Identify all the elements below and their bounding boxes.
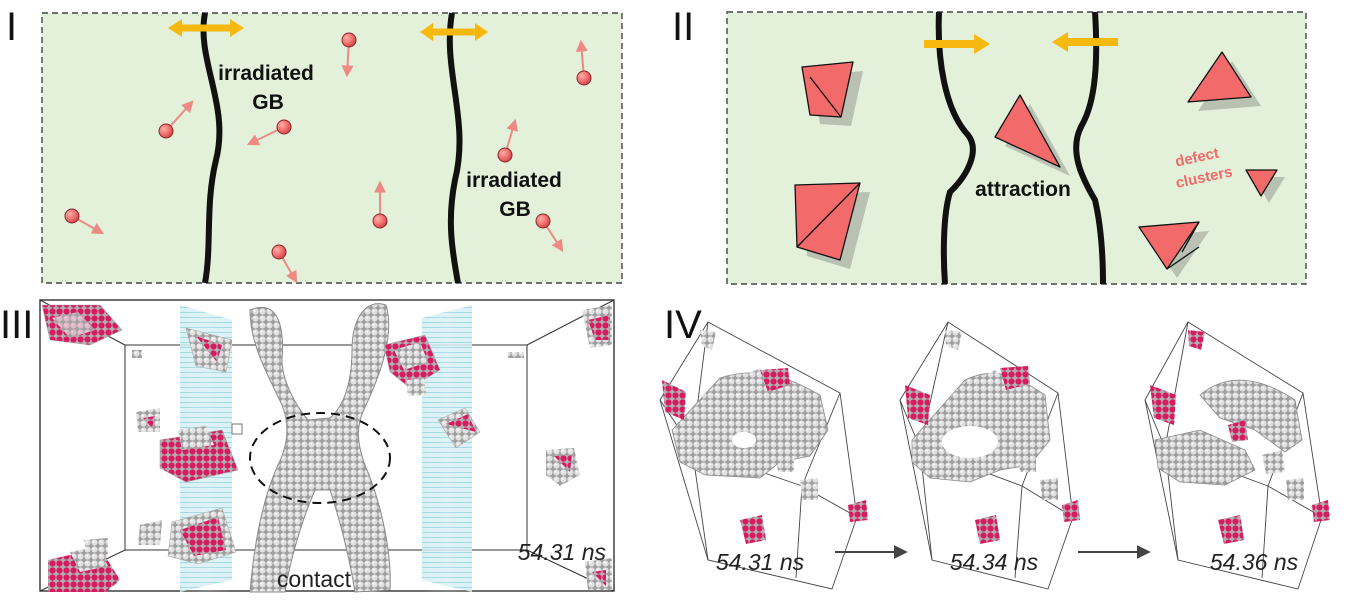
gb-label-left-line2: GB	[252, 91, 284, 114]
grain-boundary-left	[935, 11, 976, 285]
double-arrow-icon	[420, 23, 488, 41]
gb-label-right-line1: irradiated	[466, 169, 562, 192]
gb-label-right-line2: GB	[499, 198, 531, 221]
time-label-3: 54.36 ns	[1210, 549, 1299, 575]
defect-clusters	[794, 51, 1285, 278]
grain-boundary-atoms	[249, 303, 391, 593]
snapshot-1: 54.31 ns	[659, 321, 868, 590]
snapshot-2: 54.34 ns	[899, 321, 1080, 590]
grain-boundary-left	[200, 12, 223, 284]
arrow-left-icon	[1052, 32, 1118, 52]
panel-4-label: IV	[664, 303, 702, 347]
panel-2: II attraction defect clusters	[672, 5, 1307, 285]
panel-1-label: I	[6, 5, 17, 49]
gb-label-left-line1: irradiated	[218, 62, 314, 85]
time-label-2: 54.34 ns	[950, 549, 1039, 575]
defect-atom-clusters	[41, 304, 612, 592]
panel-3: III	[0, 299, 615, 593]
panel-1: I irradiated GB irradiated GB	[6, 5, 623, 284]
panel-4: IV 54.31 ns	[659, 303, 1330, 590]
double-arrow-icon	[168, 19, 244, 37]
time-label: 54.31 ns	[518, 539, 607, 565]
grain-boundary-right	[446, 12, 463, 284]
panel-3-label: III	[0, 303, 33, 347]
panel-1-box	[41, 12, 623, 284]
snapshot-3: 54.36 ns	[1144, 321, 1330, 590]
arrow-right-icon	[924, 34, 990, 54]
grain-boundary-right	[1073, 11, 1106, 285]
panel-2-label: II	[672, 5, 694, 49]
point-defects	[64, 32, 592, 284]
contact-region-ellipse	[249, 412, 391, 504]
attraction-label: attraction	[975, 178, 1071, 201]
contact-label: contact	[277, 566, 352, 592]
time-label-1: 54.31 ns	[716, 549, 805, 575]
